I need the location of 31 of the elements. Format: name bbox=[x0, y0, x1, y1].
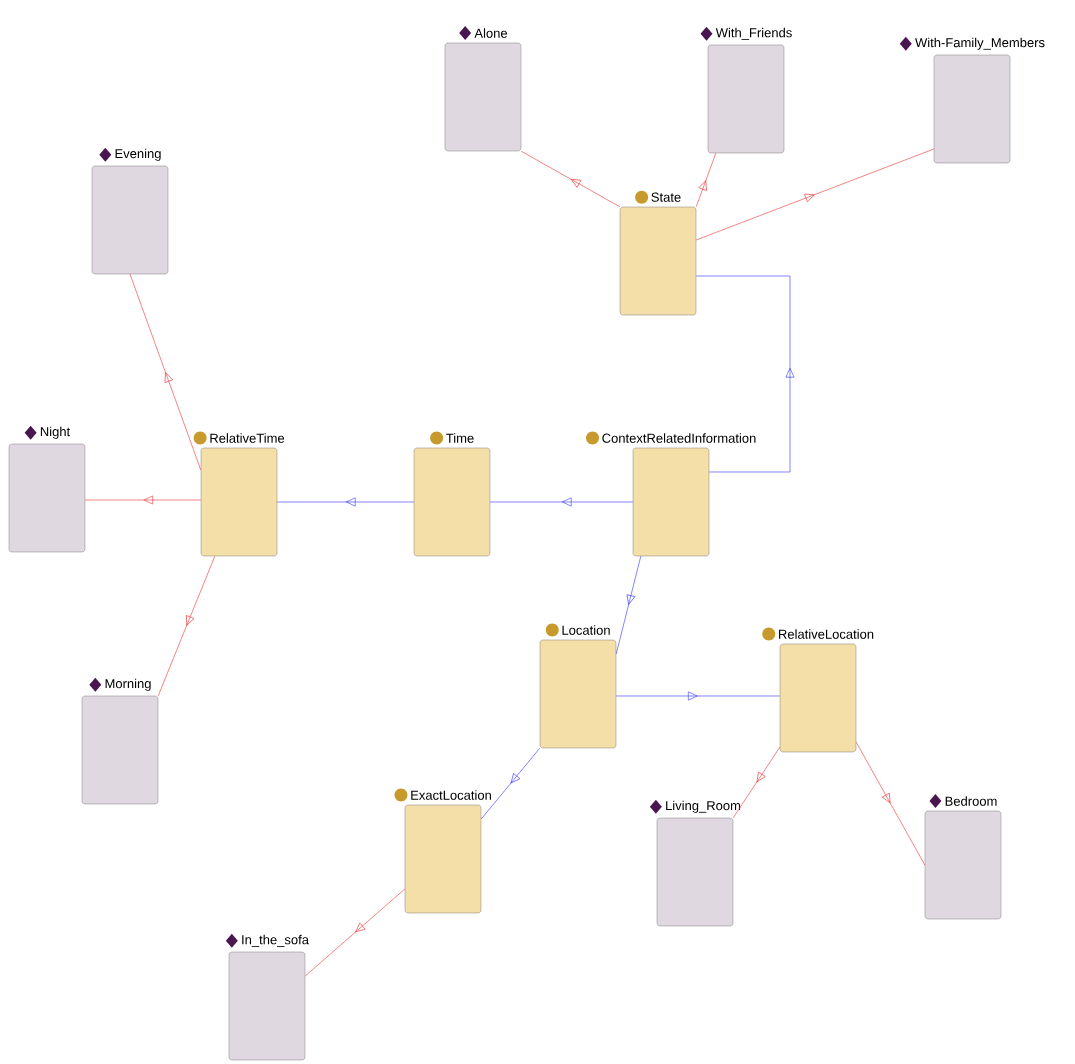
individual-name: Alone bbox=[474, 28, 508, 38]
arrow bbox=[480, 747, 541, 820]
arrow bbox=[615, 691, 781, 701]
arrow bbox=[855, 741, 926, 866]
arrow bbox=[520, 150, 621, 208]
arrow bbox=[695, 275, 795, 473]
arrow bbox=[695, 152, 717, 208]
class-name: Location bbox=[562, 625, 610, 635]
arrow bbox=[157, 555, 216, 697]
class-name: RelativeLocation bbox=[779, 629, 874, 639]
arrow bbox=[615, 555, 642, 655]
class-name: Time bbox=[446, 433, 474, 443]
class-name: ContextRelatedInformation bbox=[602, 433, 756, 443]
individual-name: With_Friends bbox=[715, 27, 792, 40]
individual-name: In_the_sofa bbox=[242, 934, 309, 947]
individual-name: Morning bbox=[105, 678, 151, 691]
individual-name: Night bbox=[40, 426, 71, 439]
arrow bbox=[695, 148, 935, 241]
individual-name: With-Family_Members bbox=[915, 37, 1045, 50]
arrow bbox=[489, 497, 634, 507]
class-name: RelativeTime bbox=[210, 433, 285, 443]
class-name: ExactLocation bbox=[411, 790, 491, 800]
arrow bbox=[276, 497, 415, 507]
arrow bbox=[84, 495, 202, 505]
class-name: State bbox=[651, 192, 681, 202]
individual-name: Evening bbox=[115, 148, 161, 161]
arrow bbox=[129, 273, 202, 471]
arrow bbox=[732, 746, 781, 819]
arrow bbox=[304, 888, 406, 977]
individual-name: Bedroom bbox=[945, 796, 997, 806]
individual-name: Living_Room bbox=[666, 800, 741, 813]
